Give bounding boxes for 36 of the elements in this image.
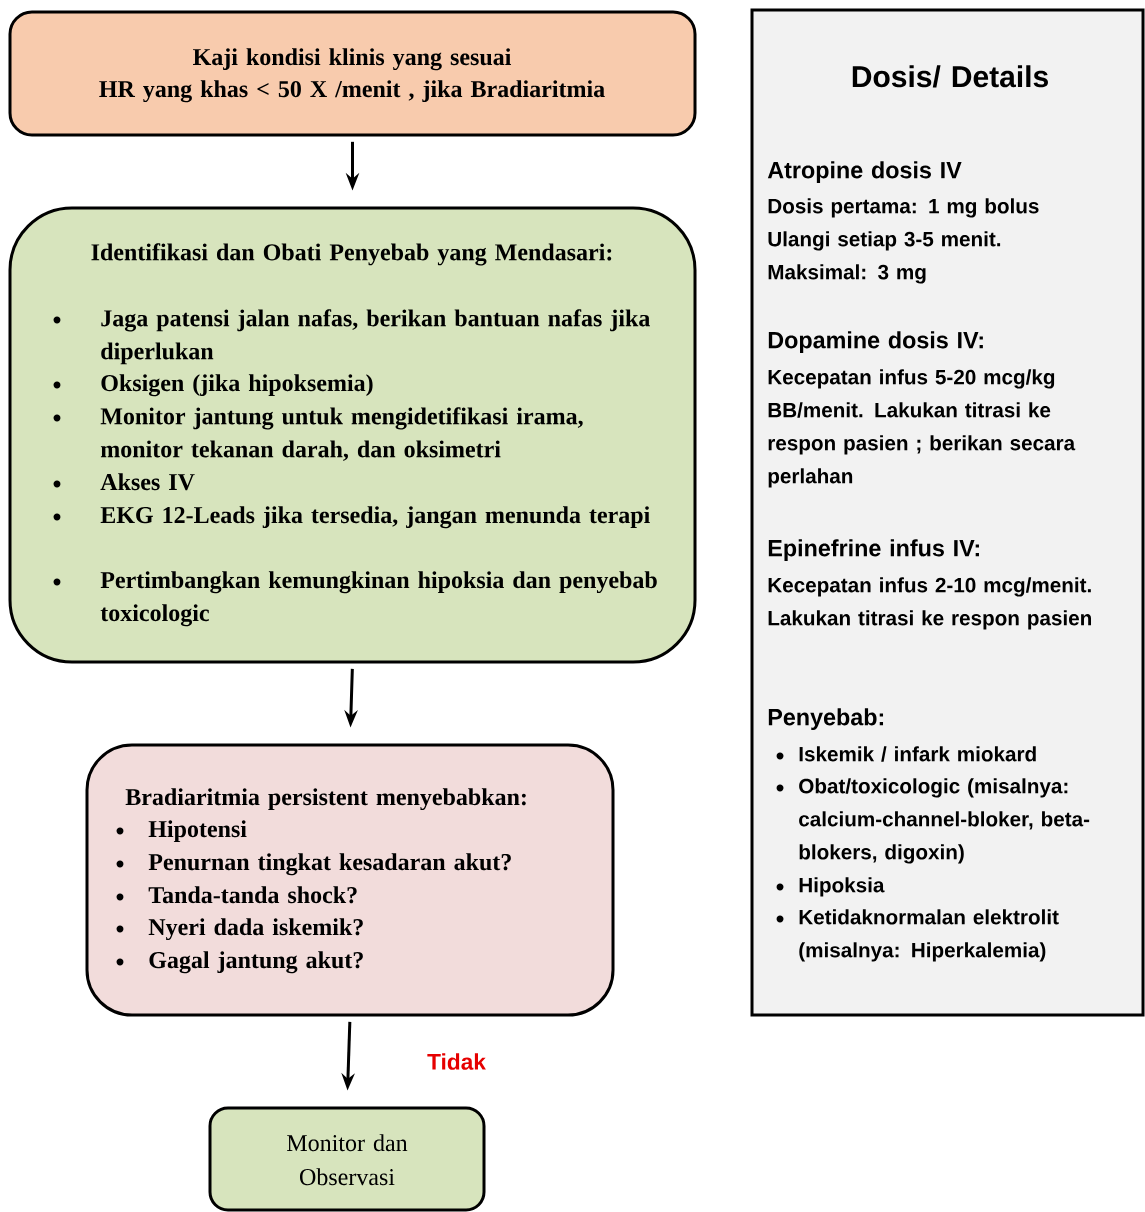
bullet-item: Pertimbangkan kemungkinan hipoksia dan penyebab toxicologic [53, 571, 657, 627]
bullet-item: Tanda-tanda shock? [116, 886, 357, 904]
detail-text: Kecepatan infus 5-20 mcg/kg BB/menit. Lakukan titrasi ke respon pasien ; berikan secara perlahan [768, 369, 1076, 488]
bullet-item: Ketidaknormalan elektrolit (misalnya: Hiperkalemia) [776, 909, 1059, 962]
bullet-item: Gagal jantung akut? [116, 951, 363, 974]
detail-text: Ulangi setiap 3-5 menit. [768, 231, 1001, 251]
box-heading: Identifikasi dan Obati Penyebab yang Mendasari: [91, 243, 612, 266]
bullet-item: Obat/toxicologic (misalnya: calcium-channel-bloker, beta-blokers, digoxin) [776, 778, 1090, 864]
bullet-item: EKG 12-Leads jika tersedia, jangan menunda terapi [53, 506, 650, 529]
bullet-item: Monitor jantung untuk mengidetifikasi irama, monitor tekanan darah, dan oksimetri [53, 407, 583, 461]
bullet-item: Akses IV [53, 473, 195, 491]
panel-title: Dosis/ Details [852, 65, 1048, 88]
edge-label: Tidak [425, 1051, 488, 1072]
bullet-item: Nyeri dada iskemik? [116, 918, 363, 941]
process-box [208, 1106, 486, 1212]
detail-text: Maksimal: 3 mg [768, 264, 926, 284]
bullet-item: Hipotensi [116, 820, 247, 843]
process-box [8, 206, 697, 664]
section-heading: Dopamine dosis IV: [768, 331, 983, 354]
bullet-item: Jaga patensi jalan nafas, berikan bantuan nafas jika diperlukan [53, 309, 650, 365]
detail-text: Kecepatan infus 2-10 mcg/menit. Lakukan titrasi ke respon pasien [768, 577, 1091, 630]
process-box [8, 10, 697, 137]
box-heading: Bradiaritmia persistent menyebabkan: [125, 788, 526, 811]
detail-text: Dosis pertama: 1 mg bolus [768, 198, 1039, 218]
bullet-item: Iskemik / infark miokard [776, 746, 1036, 762]
condition-box [85, 743, 615, 1017]
details-panel [750, 8, 1145, 1017]
section-heading: Atropine dosis IV [767, 161, 962, 183]
section-heading: Epinefrine infus IV: [768, 539, 979, 562]
bullet-item: Hipoksia [776, 877, 885, 897]
section-heading: Penyebab: [768, 708, 884, 731]
box-text: Monitor dan Observasi [287, 1134, 408, 1186]
box-text: HR yang khas < 50 X /menit , jika Bradiaritmia [99, 80, 605, 103]
box-text: Kaji kondisi klinis yang sesuai [193, 48, 511, 71]
bullet-item: Oksigen (jika hipoksemia) [53, 374, 373, 397]
bullet-item: Penurnan tingkat kesadaran akut? [116, 853, 511, 876]
